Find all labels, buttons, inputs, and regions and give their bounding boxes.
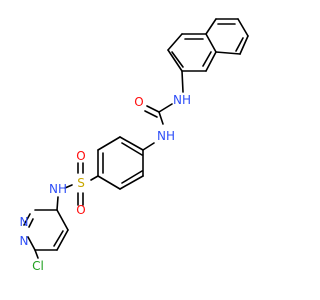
- atom-o-carbonyl: O: [134, 95, 143, 109]
- atom-n-ring-upper: N: [20, 215, 29, 229]
- atom-s-sulfonyl: S: [77, 176, 85, 190]
- bond: [56, 196, 59, 211]
- bond: [97, 175, 121, 190]
- bond: [119, 175, 144, 190]
- bond: [121, 142, 143, 156]
- bond: [181, 70, 184, 93]
- bond: [27, 236, 36, 251]
- bond: [90, 175, 99, 181]
- bond: [64, 184, 73, 189]
- bond: [235, 37, 244, 52]
- bond: [56, 209, 69, 231]
- bond: [171, 51, 184, 68]
- bond: [239, 35, 249, 55]
- atom-n-ring-lower: N: [20, 234, 29, 248]
- bond: [167, 49, 183, 72]
- bond: [121, 170, 143, 184]
- bond: [215, 51, 241, 55]
- atom-nh-phenyl: NH: [157, 129, 175, 143]
- bond: [119, 136, 144, 151]
- bond: [56, 229, 69, 251]
- molecule-bonds: [23, 18, 249, 259]
- bond: [97, 136, 121, 151]
- bond: [34, 249, 39, 259]
- bond: [144, 110, 158, 118]
- bond: [158, 103, 173, 113]
- atom-o-sulfonyl-bottom: O: [76, 203, 85, 217]
- bond: [167, 33, 183, 51]
- bond: [205, 51, 217, 72]
- bond: [237, 18, 249, 37]
- bond: [158, 111, 164, 125]
- molecule-structure-diagram: O NH NH S O O NH N N Cl: [20, 18, 249, 273]
- bond: [205, 18, 217, 35]
- bond: [146, 105, 160, 113]
- bond: [23, 213, 31, 226]
- molecule-atoms: O NH NH S O O NH N N Cl: [20, 93, 191, 273]
- bond: [202, 51, 212, 67]
- atom-nh-sulfonamide: NH: [49, 182, 67, 196]
- atom-o-sulfonyl-top: O: [76, 149, 85, 163]
- bond: [142, 142, 155, 151]
- bond: [53, 230, 64, 247]
- atom-cl: Cl: [32, 259, 44, 273]
- bond: [205, 33, 217, 53]
- atom-nh-naphthyl: NH: [173, 93, 191, 107]
- bond: [28, 218, 34, 228]
